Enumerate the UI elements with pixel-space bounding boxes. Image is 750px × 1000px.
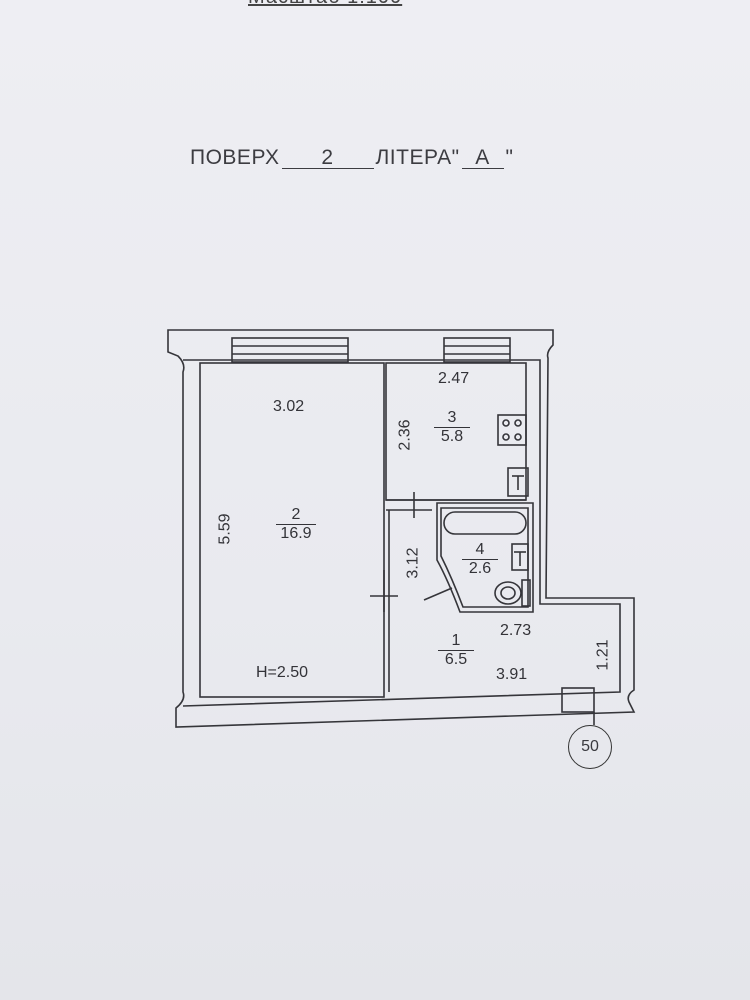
scale-caption: Масштаб 1:100 bbox=[248, 0, 402, 9]
outer-wall bbox=[167, 329, 636, 728]
room-4-length: 3.12 bbox=[404, 547, 422, 579]
room-2-area: 16.9 bbox=[280, 525, 312, 542]
room-2-length: 5.59 bbox=[216, 513, 234, 545]
bathtub-icon bbox=[443, 511, 527, 535]
letter-label: ЛІТЕРА bbox=[375, 146, 452, 169]
letter-value: А bbox=[461, 147, 504, 169]
door-mark-bath bbox=[423, 587, 453, 601]
kitchen-sink-icon bbox=[507, 467, 529, 497]
floor-value: 2 bbox=[281, 147, 374, 169]
ceiling-height: H=2.50 bbox=[256, 664, 309, 681]
room-1-label: 1 6.5 bbox=[438, 632, 474, 669]
window-left bbox=[231, 337, 349, 363]
floor-label: ПОВЕРХ bbox=[190, 146, 280, 169]
room-4-outline bbox=[436, 502, 534, 613]
room-4-number: 4 bbox=[462, 541, 498, 560]
stove-icon bbox=[497, 414, 527, 446]
room-3-number: 3 bbox=[434, 409, 470, 428]
room-1-width-2: 3.91 bbox=[496, 666, 528, 683]
window-right bbox=[443, 337, 511, 363]
bath-sink-icon bbox=[511, 543, 529, 571]
room-1-area: 6.5 bbox=[444, 651, 468, 668]
room-4-area: 2.6 bbox=[468, 560, 492, 577]
apartment-marker: 50 bbox=[568, 725, 612, 769]
toilet-tank-icon bbox=[521, 579, 531, 607]
room-3-width: 2.47 bbox=[438, 370, 470, 387]
entrance-door bbox=[561, 687, 595, 713]
room-1-width: 2.73 bbox=[500, 622, 532, 639]
room-1-number: 1 bbox=[438, 632, 474, 651]
room-3-length: 2.36 bbox=[396, 419, 414, 451]
room-4-label: 4 2.6 bbox=[462, 541, 498, 578]
inner-wall bbox=[182, 359, 621, 707]
room-1-length: 1.21 bbox=[594, 639, 612, 671]
room-2-width: 3.02 bbox=[273, 398, 305, 415]
toilet-bowl-icon bbox=[494, 581, 522, 605]
room-2-outline bbox=[199, 362, 385, 698]
room-3-area: 5.8 bbox=[440, 428, 464, 445]
room-2-number: 2 bbox=[276, 506, 316, 525]
room-2-label: 2 16.9 bbox=[276, 506, 316, 543]
room-3-label: 3 5.8 bbox=[434, 409, 470, 446]
bathroom-inner bbox=[440, 507, 529, 608]
